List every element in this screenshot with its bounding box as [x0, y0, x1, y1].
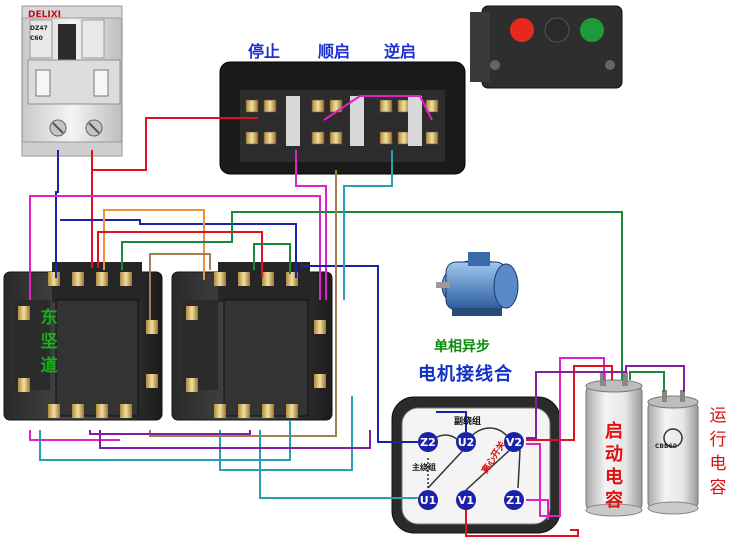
start-capacitor-label: 启动电容	[605, 421, 623, 511]
terminal-z1	[504, 490, 524, 510]
motor-title: 单相异步	[434, 339, 490, 355]
breaker-model: DZ47	[30, 25, 48, 32]
wire-blue-breaker	[55, 150, 59, 278]
wire-magenta-1	[29, 195, 321, 300]
terminal-v2	[504, 432, 524, 452]
aux-winding-label: 副绕组	[454, 415, 481, 427]
reverse-button-icon	[580, 18, 604, 42]
stop-label: 停止	[248, 42, 281, 61]
contactor-brand: 东坚道	[40, 308, 58, 376]
forward-button-icon	[544, 17, 570, 43]
wire-orange	[103, 209, 205, 280]
label-z2: Z2	[420, 436, 436, 449]
terminal-u1	[418, 490, 438, 510]
wire-magenta-4	[323, 95, 433, 121]
label-u2: U2	[458, 436, 475, 449]
terminal-z2	[418, 432, 438, 452]
label-u1: U1	[420, 494, 437, 507]
wire-blue-2	[300, 265, 418, 443]
motor-subtitle: 电机接线合	[418, 364, 513, 385]
contactor-right	[171, 262, 333, 421]
wire-blue-1	[60, 219, 297, 278]
motor-terminals	[418, 432, 524, 510]
terminal-u2	[456, 432, 476, 452]
wire-red-cap	[526, 365, 613, 441]
wire-magenta-2	[295, 150, 327, 300]
wire-teal-3	[219, 396, 353, 471]
forward-start-label: 顺启	[318, 42, 351, 61]
circuit-breaker	[21, 5, 123, 157]
wire-magenta-3	[29, 430, 120, 441]
wire-purple-1	[89, 430, 251, 435]
motor-icon	[436, 252, 519, 316]
push-button-station	[470, 5, 623, 89]
wire-tan-1	[149, 253, 211, 320]
contactor-left	[3, 262, 163, 421]
wire-blue-3	[436, 411, 467, 432]
main-winding-label: 主绕组	[412, 462, 436, 472]
reverse-start-label: 逆启	[384, 42, 417, 61]
run-capacitor-label: 运行电容	[709, 406, 727, 498]
label-z1: Z1	[506, 494, 522, 507]
wire-purple-cap	[526, 365, 685, 439]
breaker-rating: C60	[30, 35, 43, 42]
wire-magenta-5	[526, 357, 605, 517]
label-v2: V2	[506, 436, 522, 449]
run-capacitor	[647, 390, 699, 515]
wire-red-v1	[465, 510, 579, 537]
wires	[29, 95, 685, 537]
wire-magenta-z1	[526, 499, 549, 520]
wire-green-2	[253, 243, 291, 274]
wire-purple-2	[99, 430, 371, 449]
wire-red-2	[97, 231, 263, 278]
wire-teal-2	[343, 150, 393, 300]
start-capacitor	[585, 372, 643, 517]
run-cap-brand: CBB60	[655, 443, 677, 450]
button-terminal-block	[219, 61, 466, 175]
wire-teal-4	[259, 430, 418, 499]
wire-teal-1	[39, 420, 291, 461]
breaker-brand: DELIXI	[28, 10, 61, 20]
wire-green-cap	[629, 371, 665, 392]
wire-green-1	[121, 211, 623, 380]
stop-button-icon	[510, 18, 534, 42]
label-v1: V1	[458, 494, 474, 507]
terminal-v1	[456, 490, 476, 510]
